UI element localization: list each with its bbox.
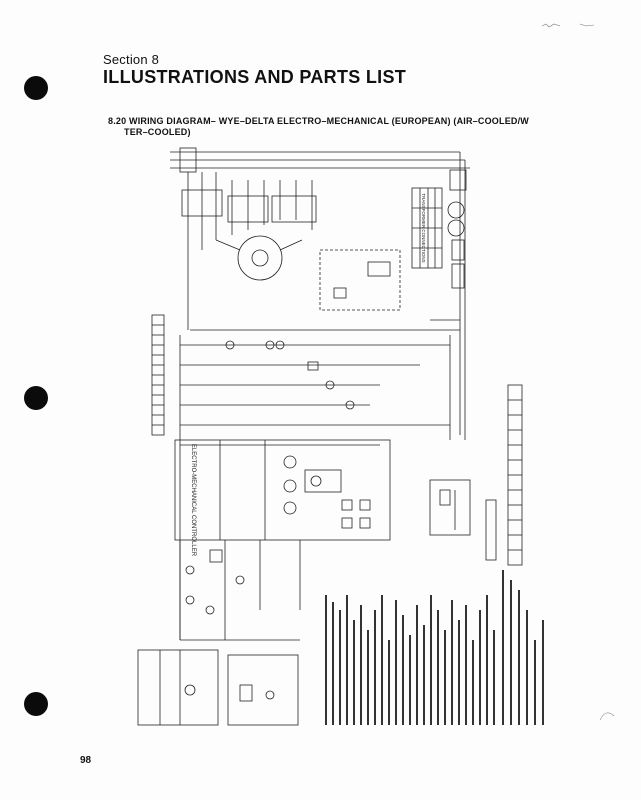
page-title: ILLUSTRATIONS AND PARTS LIST [103,67,407,87]
controller-panel [174,439,391,541]
fan-motor-box [319,249,401,311]
page-number: 98 [80,755,92,766]
section-label: Section 8 [103,52,160,67]
transformer-coil-2 [447,219,465,237]
hour-meter [304,469,342,493]
panel-component-box [429,479,471,536]
margin-marks-top [541,23,595,28]
diagram-title-line-1: 8.20 WIRING DIAGRAM– WYE–DELTA ELECTRO–M… [108,116,529,126]
transformer-coil-1 [447,201,465,219]
margin-marks-bottom [599,712,615,721]
controller-label: ELECTRO-MECHANICAL CONTROLLER [190,444,196,557]
transformer-table-label: TRANSFORMER CONNECTIONS [421,193,426,262]
binder-hole-top [24,76,48,100]
diagram-title-line-2: TER–COOLED) [124,127,191,137]
legend-box-2 [227,654,299,726]
contactor-2m [227,195,269,223]
control-fuse-block [449,169,467,191]
binder-hole-bottom [24,692,48,716]
contactor-s [271,195,317,223]
binder-hole-middle [24,386,48,410]
legend-notes-text [325,570,544,725]
motor-symbol [237,235,283,281]
diagram-title: 8.20 WIRING DIAGRAM– WYE–DELTA ELECTRO–M… [108,116,598,138]
contactor-1m [181,189,223,217]
wiring-diagram: ELECTRO-MECHANICAL CONTROLLER TRANSFORME… [137,147,544,726]
legend-box-1 [137,649,219,726]
